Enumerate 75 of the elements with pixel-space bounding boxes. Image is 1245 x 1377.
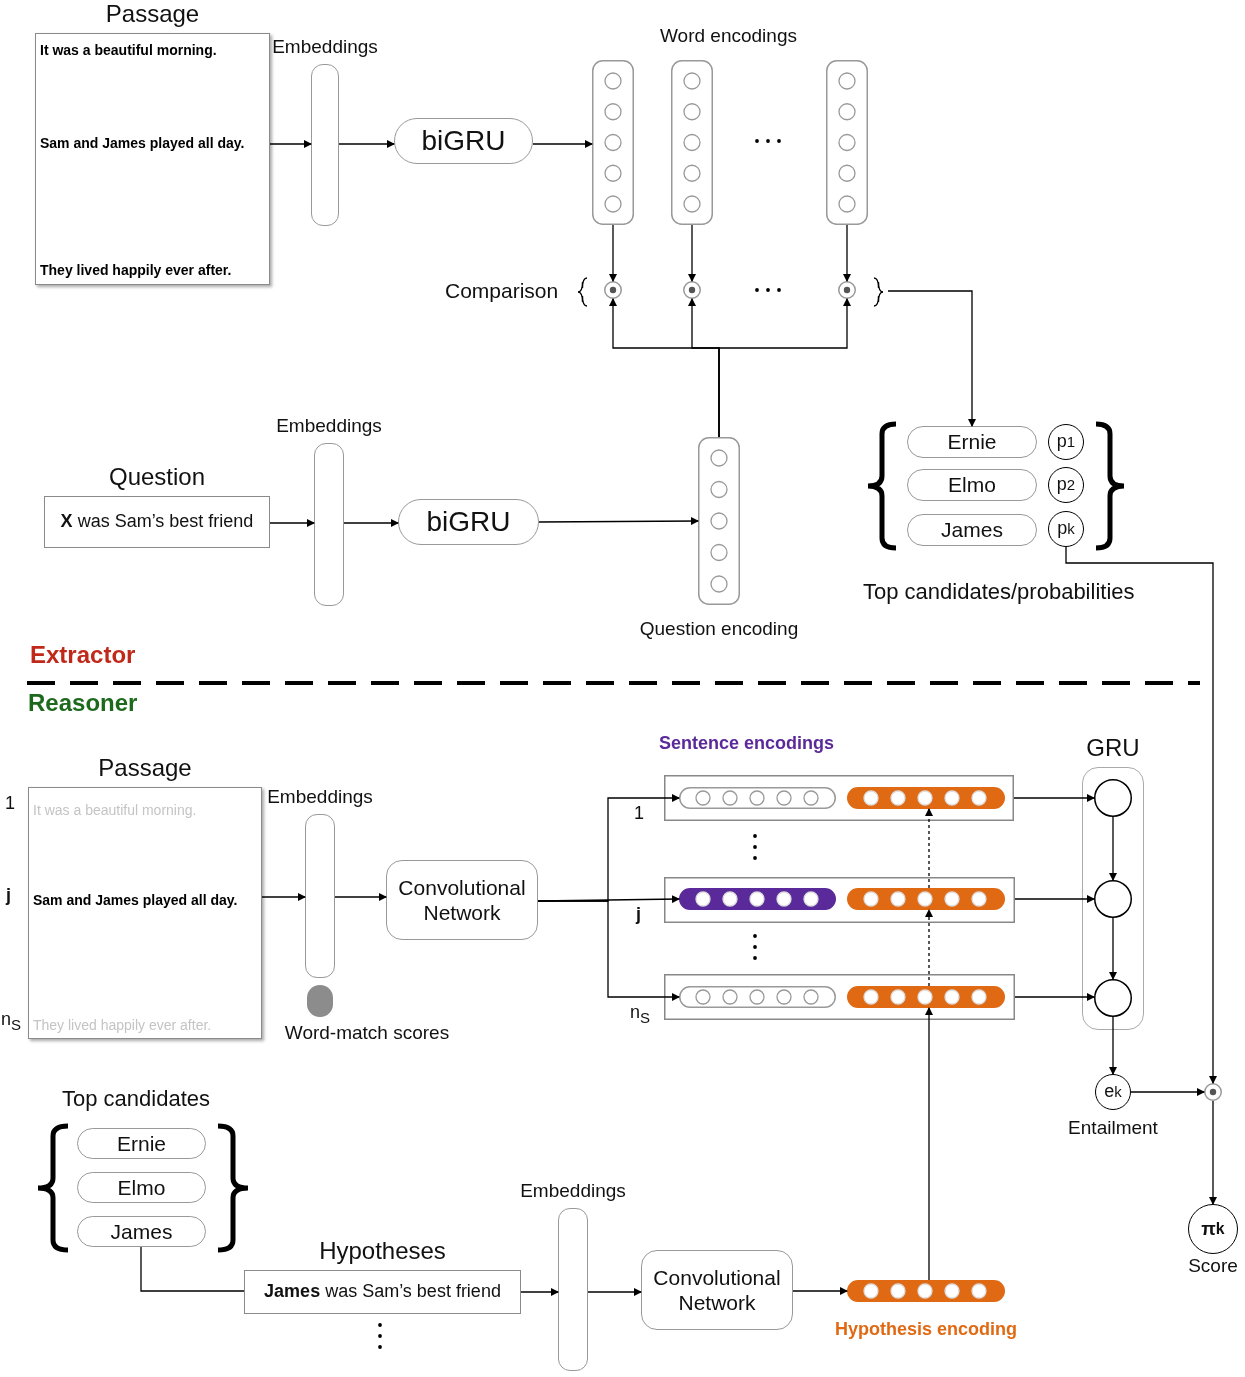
sentence-text: Sam and James played all day. <box>40 135 245 151</box>
arrow <box>1209 1100 1217 1205</box>
node-label: Hypothesis encoding <box>835 1320 1017 1340</box>
arrow <box>925 1007 933 1281</box>
candidate-box: Elmo <box>77 1172 206 1203</box>
process-box: biGRU <box>398 499 539 545</box>
text-label: 1 <box>634 804 644 824</box>
candidate-box: James <box>907 514 1037 546</box>
node-label: Word-match scores <box>284 1023 450 1044</box>
heading: Question <box>108 463 206 490</box>
heading: Embeddings <box>267 787 373 808</box>
text-label: j <box>636 905 641 925</box>
sentence-text: They lived happily ever after. <box>40 262 232 278</box>
heading: Passage <box>105 0 200 27</box>
node-label: Question encoding <box>639 619 799 640</box>
arrow <box>520 1288 559 1296</box>
arrow <box>334 893 387 901</box>
arrow <box>1014 993 1095 1001</box>
heading: GRU <box>1086 734 1140 761</box>
text-label: 1 <box>5 794 15 814</box>
arrow <box>538 517 699 526</box>
candidate-box: Ernie <box>907 426 1037 458</box>
arrow <box>1109 917 1117 980</box>
arrow <box>537 900 680 1001</box>
text-label: Top candidates <box>62 1087 210 1112</box>
arrow <box>587 1288 642 1296</box>
process-box: Convolutional Network <box>386 860 538 940</box>
arrow <box>1130 1088 1205 1096</box>
arrow <box>261 893 306 901</box>
arrow <box>532 140 593 148</box>
arrow <box>843 224 851 282</box>
arrow <box>269 519 315 527</box>
process-box: Convolutional Network <box>641 1250 793 1330</box>
arrow <box>1014 895 1095 903</box>
section-heading: Sentence encodings <box>659 734 835 754</box>
arrow <box>338 140 395 148</box>
text-label: Word encodings <box>660 26 797 47</box>
dashed-arrow <box>925 909 933 987</box>
process-box: biGRU <box>394 118 533 164</box>
heading: Hypotheses <box>319 1237 446 1264</box>
arrow <box>887 290 976 427</box>
arrow <box>1013 794 1095 802</box>
arrow <box>718 298 851 438</box>
text-label: n$_{S}$ <box>630 1003 651 1027</box>
node-label: Entailment <box>1068 1118 1158 1139</box>
heading: Passage <box>98 754 192 781</box>
arrow <box>1109 816 1117 881</box>
arrow <box>609 224 617 282</box>
text-label: n$_{S}$ <box>1 1010 22 1034</box>
candidate-box: Ernie <box>77 1128 206 1159</box>
sentence-text: It was a beautiful morning. <box>33 802 197 818</box>
statement-box: X was Sam’s best friend <box>44 496 270 548</box>
text-label: Top candidates/probabilities <box>863 580 1135 605</box>
sentence-text: Sam and James played all day. <box>33 892 238 908</box>
section-heading: Extractor <box>30 642 136 669</box>
arrow <box>792 1287 848 1295</box>
arrow <box>1109 1016 1117 1075</box>
arrow <box>343 519 399 527</box>
text-label: j <box>6 886 11 906</box>
statement-box: James was Sam’s best friend <box>244 1270 521 1314</box>
connector-line <box>140 1246 245 1292</box>
sentence-text: They lived happily ever after. <box>33 1017 212 1033</box>
heading: Embeddings <box>520 1181 626 1202</box>
dashed-arrow <box>925 808 933 889</box>
candidate-box: Elmo <box>907 469 1037 501</box>
text-label: Comparison <box>445 279 559 303</box>
node-label: Score <box>1188 1256 1238 1277</box>
sentence-text: It was a beautiful morning. <box>40 42 217 58</box>
arrow <box>269 140 312 148</box>
section-heading: Reasoner <box>28 690 138 717</box>
arrow <box>688 224 696 282</box>
candidate-box: James <box>77 1216 206 1247</box>
heading: Embeddings <box>272 37 378 58</box>
arrow <box>1065 546 1217 1084</box>
heading: Embeddings <box>276 416 382 437</box>
